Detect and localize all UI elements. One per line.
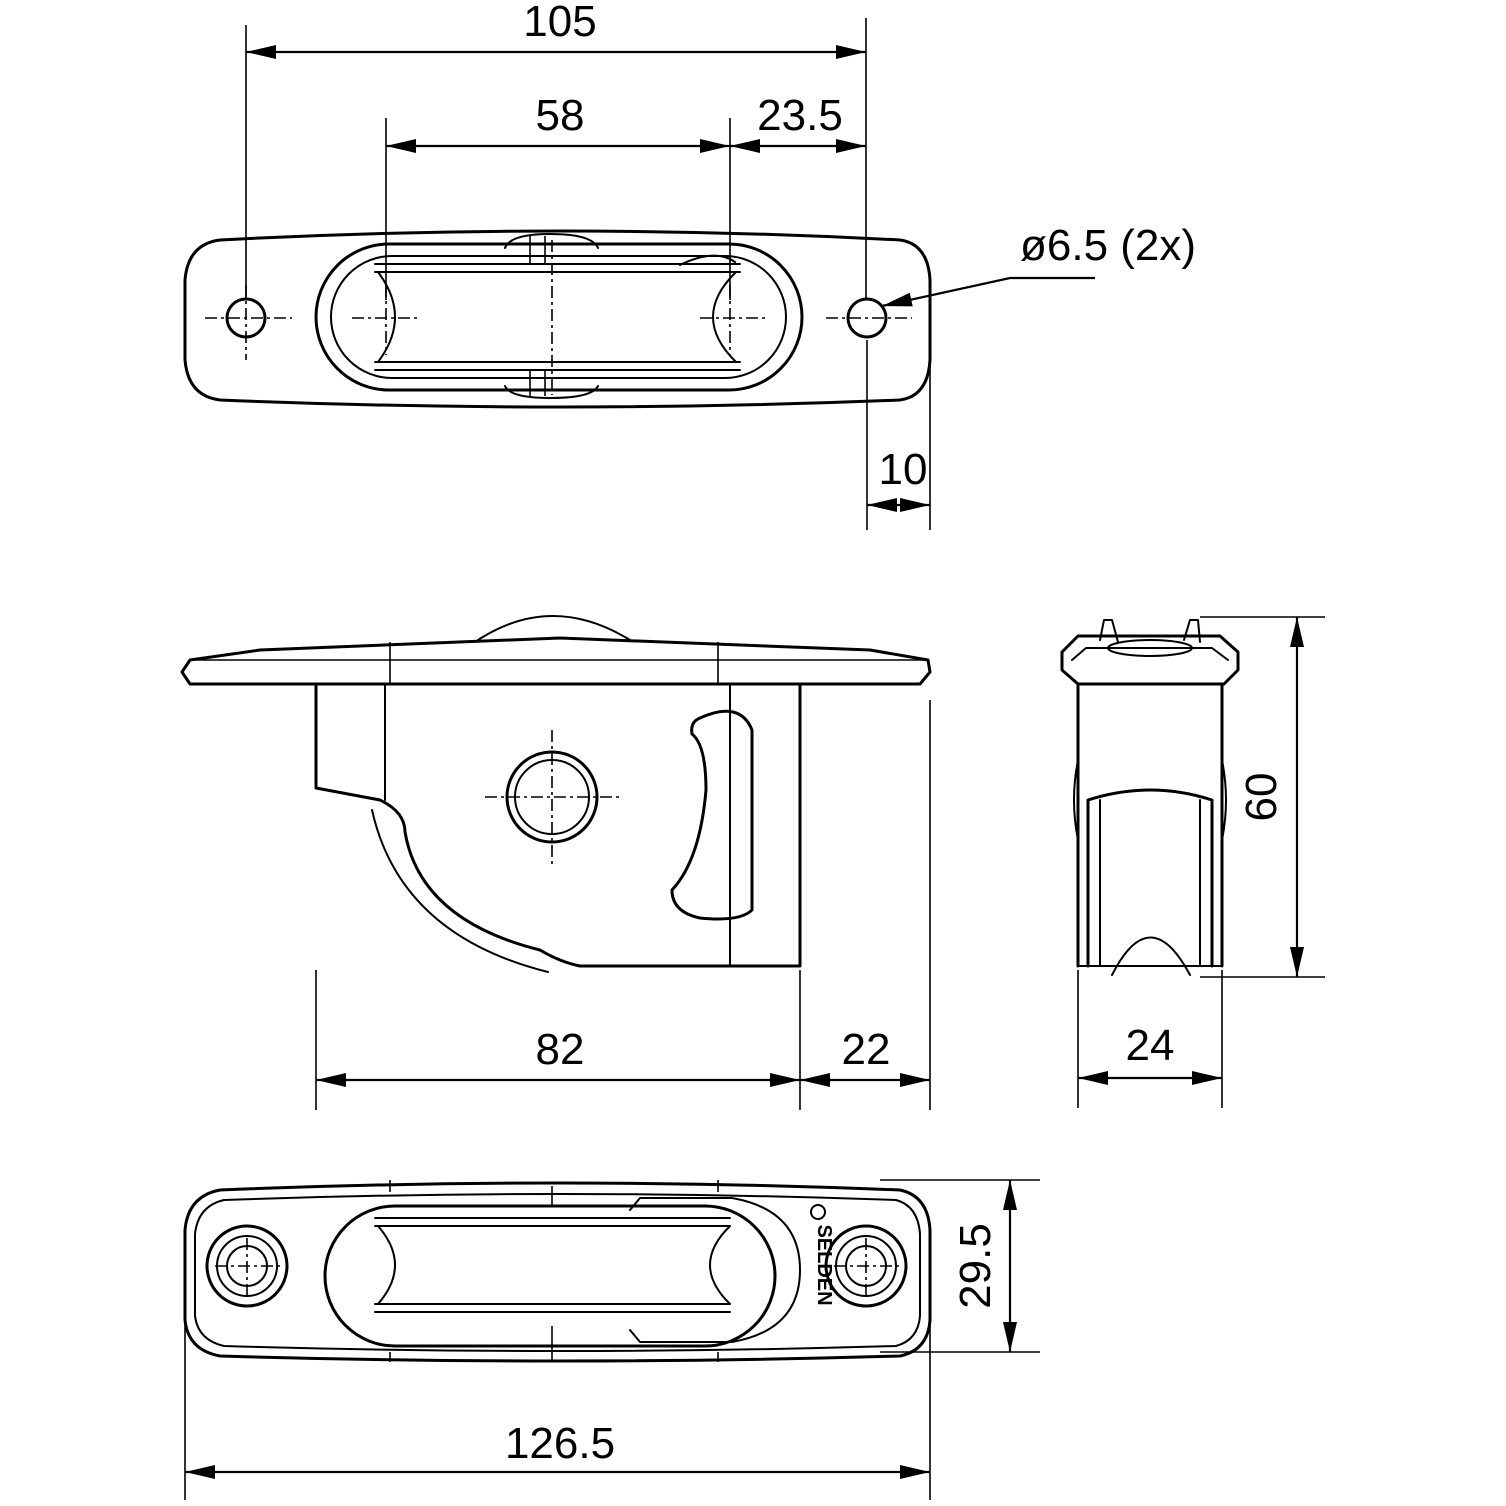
side-view [180,615,932,973]
end-sheave-cheeks [1086,788,1214,968]
end-right-ear [1183,619,1201,643]
dim-58-label: 58 [536,91,585,140]
end-view-dimensions: 60 24 [1077,616,1325,1108]
bottom-sheave-right-curve [709,1225,731,1305]
dim-24-label: 24 [1126,1021,1175,1070]
end-right-boss [1221,759,1227,841]
top-sheave-right-curve [712,271,737,363]
dim-82-label: 82 [536,1025,585,1074]
top-mount-hole-right [846,297,888,339]
bottom-plate-inner [194,1193,921,1352]
end-flange-inner [1071,647,1229,661]
dim-22-label: 22 [842,1025,891,1074]
dim-29-5-label: 29.5 [951,1223,1000,1309]
top-sheave-swirl [679,254,736,266]
bottom-slot-outer [323,1204,777,1348]
side-sheave-lower-arc [371,809,549,973]
side-body [314,682,802,968]
leader-hole-callout [881,276,1095,308]
top-slot-inner [330,255,787,379]
side-axle-outer [505,750,599,844]
dim-10-label: 10 [879,445,928,494]
dim-60-label: 60 [1237,773,1286,822]
top-view [183,229,932,409]
end-sheave-groove [1111,936,1191,976]
end-view [1060,619,1240,976]
hole-callout-label: ø6.5 (2x) [1020,221,1196,270]
dim-126-5-label: 126.5 [505,1419,615,1468]
bottom-view: SELDEN [183,1180,932,1363]
end-top-flange [1060,634,1240,686]
bottom-sheave-left-curve [377,1225,396,1305]
dim-23-5-label: 23.5 [757,91,843,140]
top-view-dimensions: 105 58 23.5 ø6.5 (2x) 10 [245,0,1196,530]
top-base-plate [183,229,932,409]
bottom-hole-right-outer [824,1224,908,1308]
top-axle-tab-upper [504,233,599,249]
side-sheave-top-arc [477,615,631,641]
brand-logo-icon [810,1204,826,1220]
bottom-base-plate [183,1181,932,1363]
end-left-ear [1099,619,1119,643]
top-axle-tab-lower [504,385,599,399]
side-base-plate [180,636,932,686]
end-left-boss [1073,759,1079,841]
side-cam-cleat [670,709,754,921]
bottom-cam-housing [629,1197,801,1343]
top-sheave-left-curve [377,271,396,363]
side-view-dimensions: 82 22 [315,700,931,1110]
brand-mark: SELDEN [813,1224,835,1305]
end-top-sheave [1107,639,1193,657]
dim-105-label: 105 [523,0,596,46]
bottom-hole-left-outer [205,1224,289,1308]
bottom-view-dimensions: 29.5 126.5 [184,1179,1040,1500]
top-slot-outer [314,242,804,392]
